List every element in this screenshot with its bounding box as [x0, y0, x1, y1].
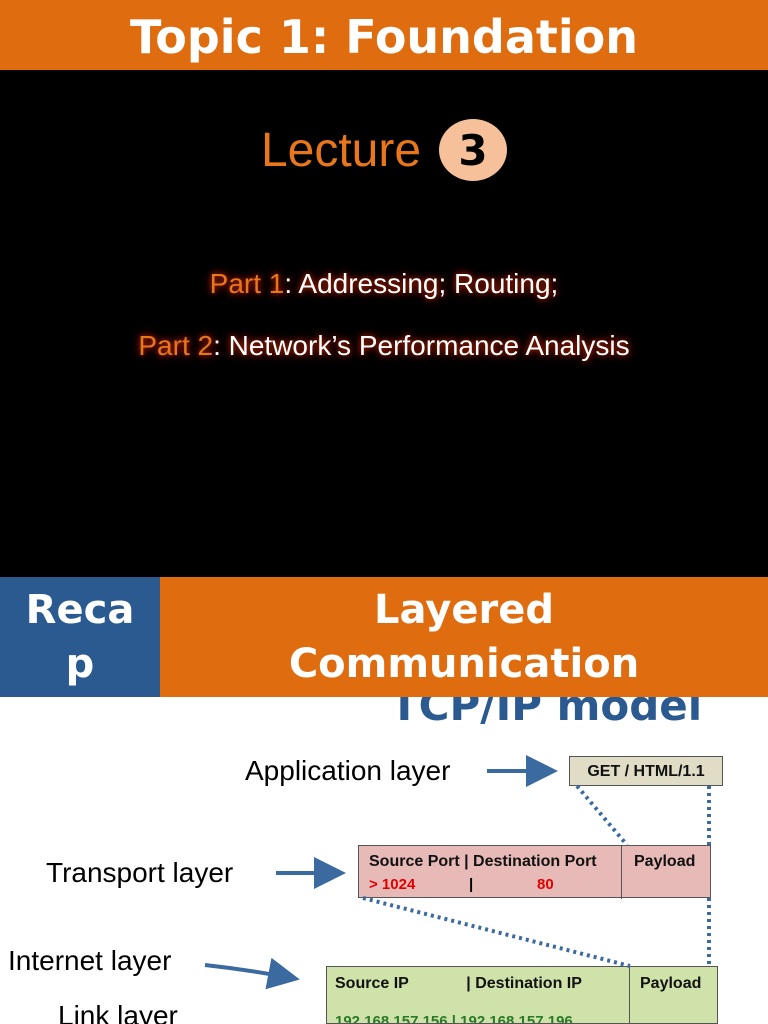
transport-payload-label: Payload: [634, 853, 696, 870]
part2-label: Part 2: [138, 330, 214, 361]
internet-address-values: 192.168.157.156 | 192.168.157.196: [335, 1013, 573, 1024]
application-data-box: GET / HTML/1.1: [569, 756, 723, 786]
recap-label: Reca p: [4, 588, 156, 634]
part1-text: : Addressing; Routing;: [284, 268, 559, 299]
slide2-title-bar: Layered Communication: [160, 577, 768, 697]
link-layer-label: Link layer: [58, 1000, 178, 1024]
slide1-title: Topic 1: Foundation: [130, 10, 638, 64]
transport-header-text: Source Port | Destination Port: [369, 853, 597, 870]
slide2-title: Layered Communication: [191, 587, 737, 633]
source-port-value: > 1024: [369, 876, 416, 893]
application-layer-label: Application layer: [245, 755, 451, 786]
internet-divider: [629, 967, 630, 1023]
internet-header-text: Source IP | Destination IP: [335, 975, 582, 992]
slide1-header: Topic 1: Foundation: [0, 0, 768, 70]
part1-line: Part 1: Addressing; Routing;: [0, 268, 768, 300]
part1-label: Part 1: [209, 268, 285, 299]
transport-layer-label: Transport layer: [46, 857, 234, 888]
lecture-heading: Lecture 3: [0, 115, 768, 185]
application-payload-text: GET / HTML/1.1: [587, 763, 705, 780]
transport-segment-box: Source Port | Destination Port > 1024 | …: [358, 845, 711, 899]
port-separator: |: [469, 876, 474, 893]
slide2-subtitle: TCP/IP model: [390, 681, 703, 730]
transport-divider: [621, 846, 622, 899]
internet-payload-label: Payload: [640, 975, 702, 992]
internet-packet-box: Source IP | Destination IP Payload 192.1…: [326, 966, 718, 1024]
lecture-label: Lecture: [260, 123, 422, 177]
part2-text: : Network’s Performance Analysis: [213, 330, 630, 361]
internet-layer-label: Internet layer: [8, 945, 172, 976]
recap-label-box: Reca p: [0, 577, 160, 697]
lecture-number-badge: 3: [439, 119, 508, 181]
destination-port-value: 80: [537, 876, 554, 893]
slide1-body: [0, 70, 768, 577]
part2-line: Part 2: Network’s Performance Analysis: [0, 330, 768, 362]
